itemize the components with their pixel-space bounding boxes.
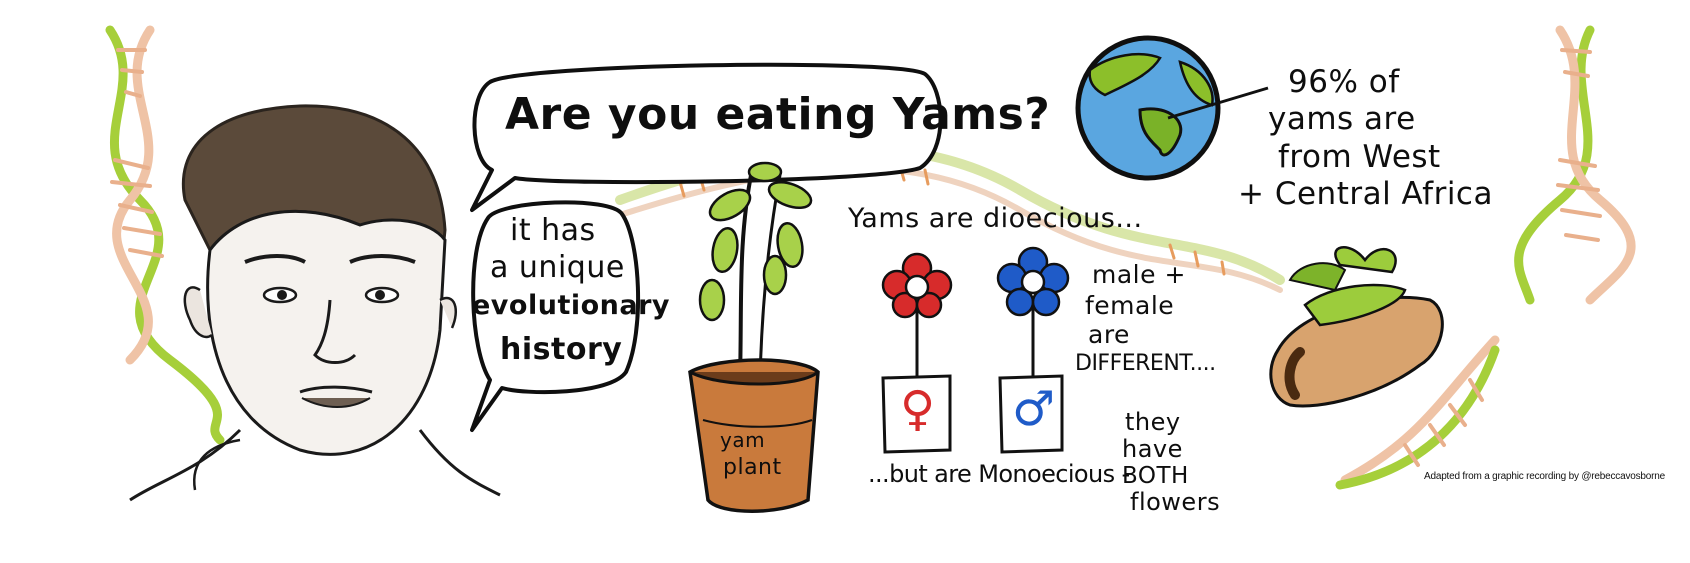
both-line-3: BOTH <box>1122 463 1189 489</box>
history-line-4: history <box>500 332 623 367</box>
both-line-1: they <box>1125 408 1181 436</box>
pot-label-line-1: yam <box>720 428 766 452</box>
origin-line-3: from West <box>1278 139 1441 175</box>
dna-helix-right-icon <box>1335 25 1636 490</box>
dna-helix-left-icon <box>105 25 225 445</box>
man-portrait-icon <box>129 104 501 502</box>
difference-line-1: male + <box>1092 260 1186 289</box>
history-line-2: a unique <box>490 250 625 285</box>
question-text: Are you eating Yams? <box>505 89 1051 140</box>
difference-line-4: DIFFERENT.... <box>1075 351 1216 376</box>
female-symbol: ♀ <box>900 381 936 437</box>
origin-line-4: + Central Africa <box>1238 176 1493 212</box>
difference-line-2: female <box>1085 291 1175 320</box>
male-flower-icon <box>996 246 1070 454</box>
female-flower-icon <box>881 252 953 454</box>
both-line-4: flowers <box>1130 488 1221 516</box>
monoecious-text: ...but are Monoecious - <box>868 460 1130 488</box>
dioecious-title: Yams are dioecious... <box>848 203 1143 234</box>
both-line-2: have <box>1122 435 1183 463</box>
globe-icon <box>1075 35 1269 181</box>
male-symbol: ♂ <box>1012 381 1056 437</box>
history-line-1: it has <box>510 213 596 248</box>
history-speech-bubble <box>470 200 641 432</box>
origin-line-2: yams are <box>1268 101 1416 137</box>
yam-plant-icon <box>688 161 820 513</box>
pot-label-line-2: plant <box>723 455 782 480</box>
history-line-3: evolutionary <box>472 290 671 321</box>
question-speech-bubble <box>470 62 943 212</box>
yam-tubers-icon <box>1269 246 1444 408</box>
difference-line-3: are <box>1088 320 1130 349</box>
origin-line-1: 96% of <box>1288 64 1400 100</box>
credit-caption: Adapted from a graphic recording by @reb… <box>1424 471 1666 482</box>
